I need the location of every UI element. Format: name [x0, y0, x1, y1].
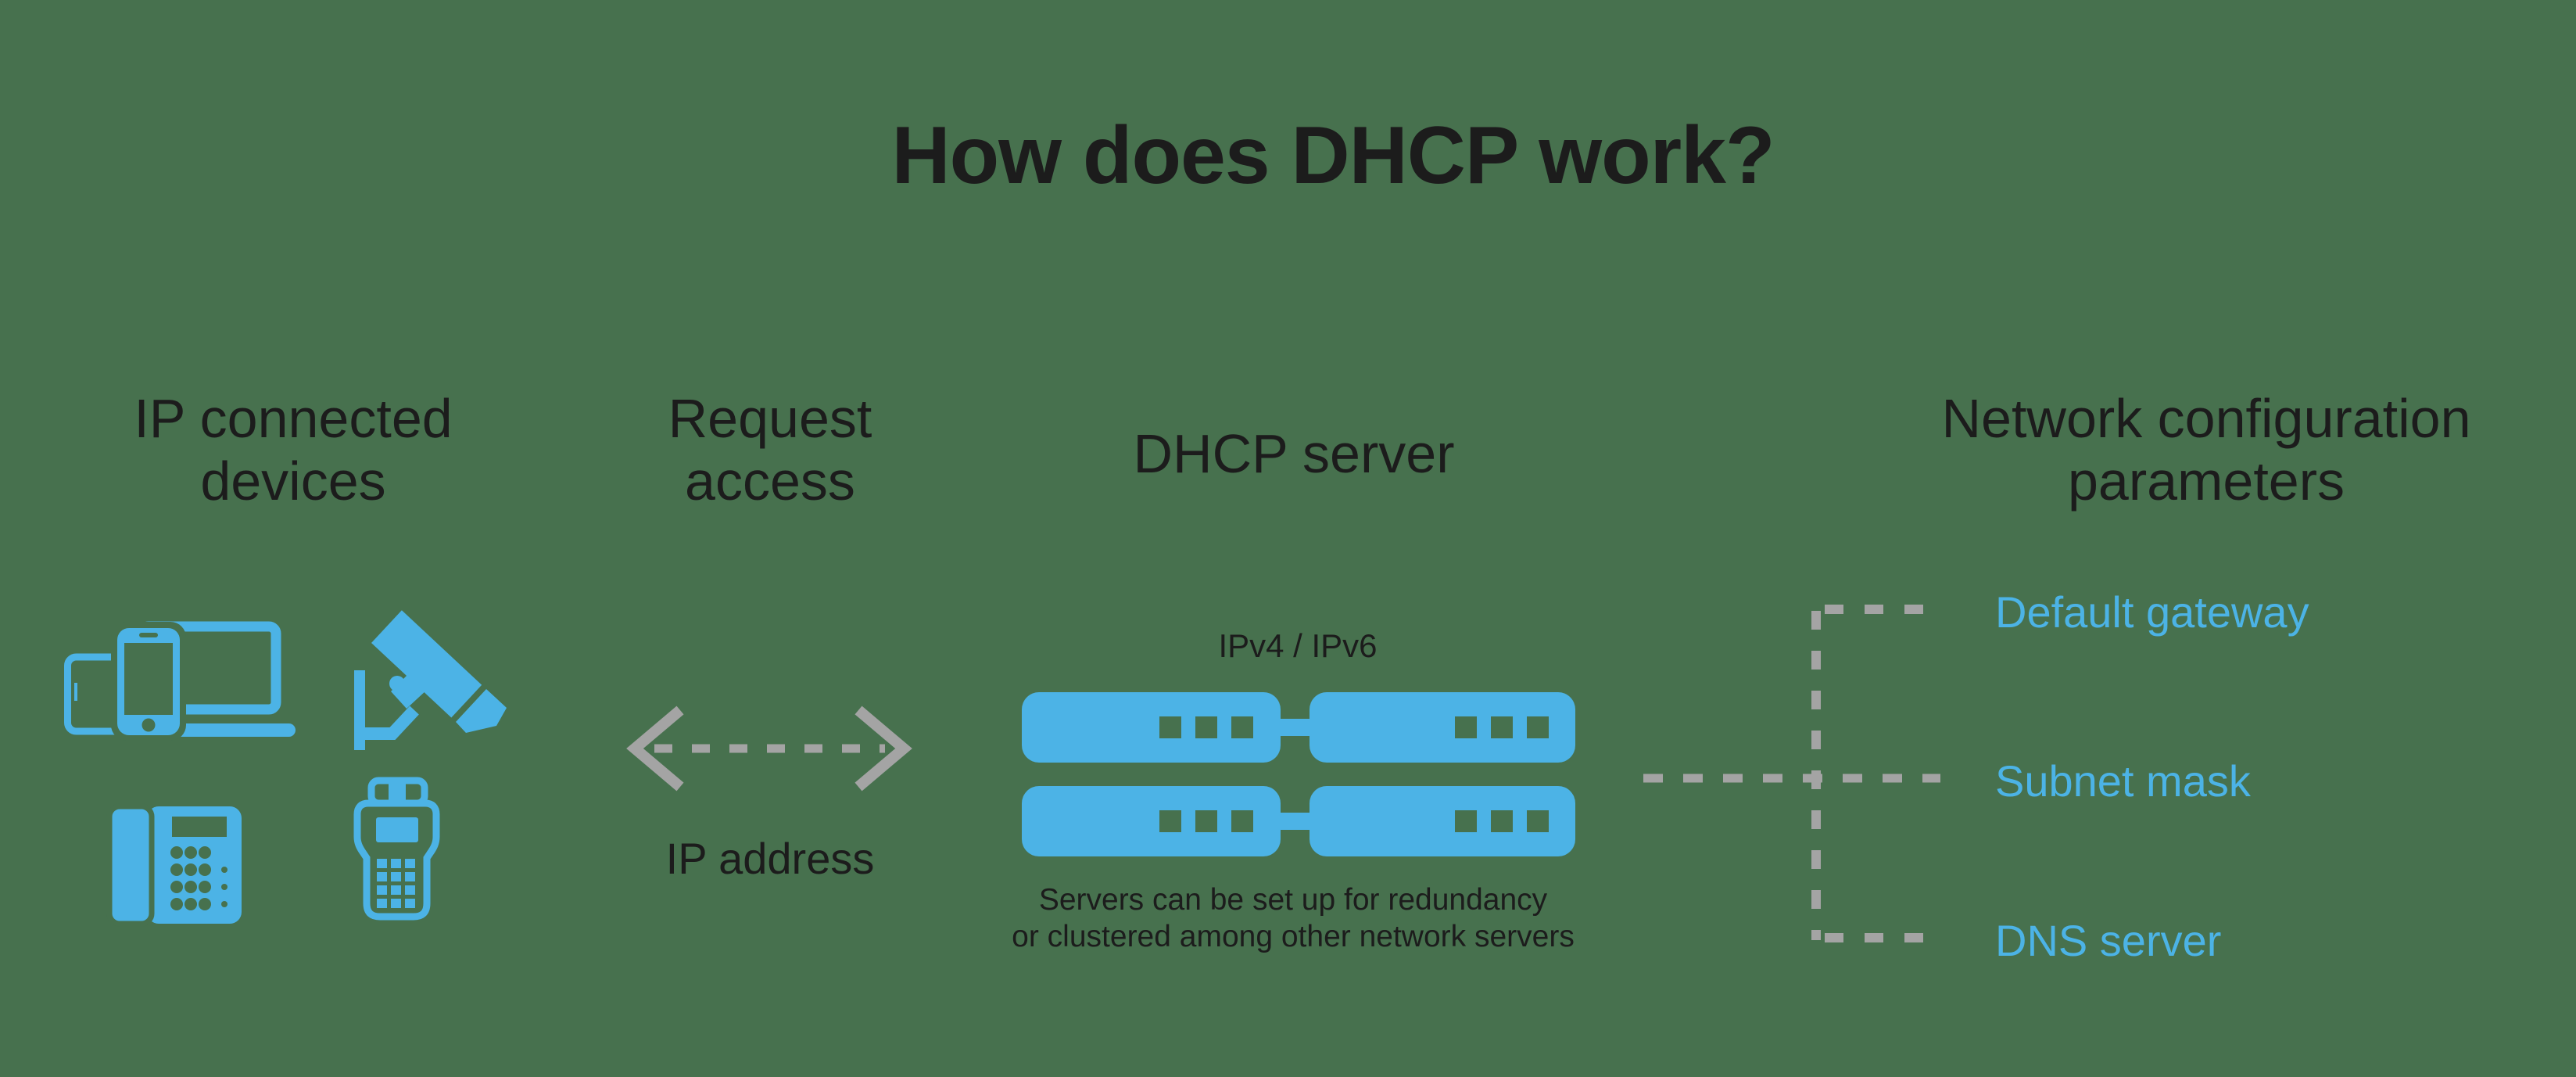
header-line: IP connected	[134, 388, 453, 449]
header-line: access	[685, 451, 855, 512]
header-line: Request	[668, 388, 872, 449]
header-line: devices	[200, 451, 386, 512]
protocol-label: IPv4 / IPv6	[1218, 627, 1378, 664]
header-line: Network configuration	[1941, 388, 2471, 449]
header-line: parameters	[2067, 451, 2345, 512]
header-network-configuration-parameters: Network configuration parameters	[1942, 387, 2471, 512]
parameter-subnet-mask: Subnet mask	[1995, 756, 2251, 806]
server-caption-line: or clustered among other network servers	[1012, 920, 1575, 953]
dhcp-server-stack-icon	[1022, 692, 1575, 856]
server-caption-line: Servers can be set up for redundancy	[1038, 883, 1548, 917]
bracket-connector-lines	[1643, 605, 1940, 942]
double-arrow-icon	[626, 705, 912, 792]
server-caption: Servers can be set up for redundancy or …	[1012, 881, 1575, 955]
connected-devices-icon	[64, 621, 296, 741]
header-dhcp-server: DHCP server	[1133, 423, 1455, 484]
handheld-scanner-icon	[353, 777, 440, 921]
parameter-default-gateway: Default gateway	[1995, 587, 2309, 637]
header-request-access: Request access	[668, 387, 872, 512]
header-ip-connected-devices: IP connected devices	[134, 387, 452, 512]
parameter-dns-server: DNS server	[1995, 916, 2222, 965]
cctv-camera-icon	[354, 610, 507, 750]
page-title: How does DHCP work?	[891, 110, 1775, 201]
desk-phone-icon	[106, 803, 242, 927]
ip-address-label: IP address	[665, 834, 875, 883]
